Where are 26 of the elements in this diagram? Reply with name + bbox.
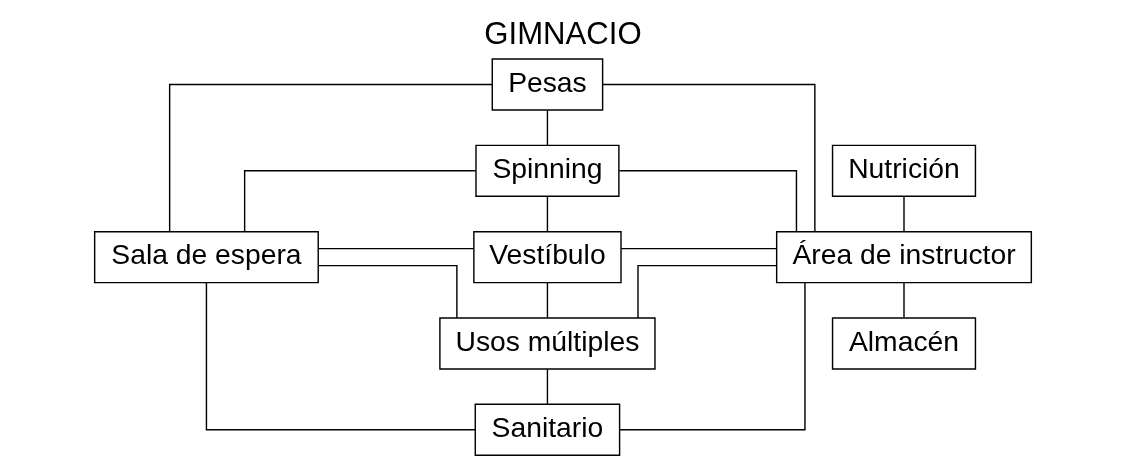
node-box: Vestíbulo <box>473 230 622 284</box>
connector <box>602 83 816 233</box>
connector <box>546 109 549 146</box>
connector <box>546 282 549 319</box>
connector <box>637 264 778 319</box>
node-box: Nutrición <box>831 144 977 197</box>
connector <box>903 196 905 232</box>
connector <box>546 196 549 232</box>
connector <box>317 247 475 250</box>
node-box: Pesas <box>491 58 604 111</box>
connector <box>620 247 778 250</box>
node-box: Sala de espera <box>93 230 319 284</box>
node-box: Área de instructor <box>775 230 1033 284</box>
node-box: Almacén <box>831 317 977 370</box>
node-box: Sanitario <box>474 403 621 456</box>
node-box: Usos múltiples <box>439 317 656 370</box>
connector <box>317 264 458 319</box>
connector <box>546 368 549 405</box>
connector <box>168 83 493 233</box>
node-box: Spinning <box>475 144 620 197</box>
connector <box>903 282 905 319</box>
connector <box>618 170 798 232</box>
connector <box>205 281 476 431</box>
diagram-title: GIMNACIO <box>484 16 642 52</box>
connector <box>619 281 806 431</box>
connector <box>243 170 477 232</box>
